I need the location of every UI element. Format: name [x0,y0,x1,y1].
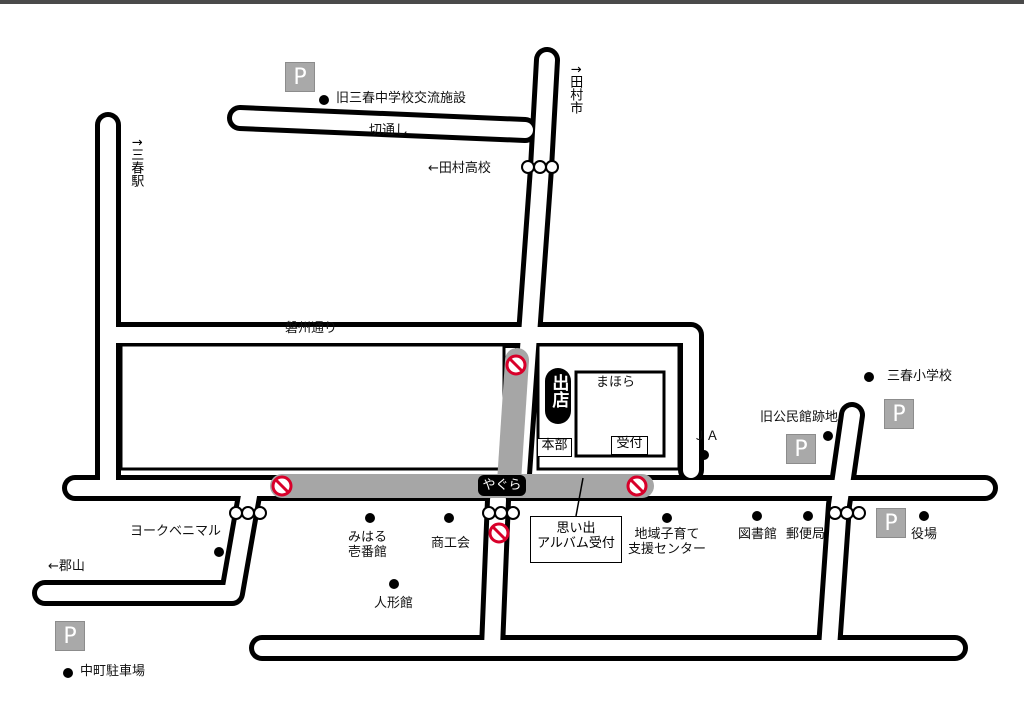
label-nakamachi: 中町駐車場 [80,664,146,679]
label-post: 郵便局 [786,527,826,542]
album-pointer-line [575,477,584,517]
no-entry-icon-2 [271,475,293,497]
parking-icon-elementary: P [884,399,914,429]
label-miharu-ichiban: みはる 壱番館 [348,530,388,560]
label-mahora: まほら [596,375,636,390]
dot-old-hall [823,431,833,441]
album-reception-label: 思い出 アルバム受付 [530,516,622,563]
parking-icon-nakamachi: P [55,621,85,651]
dot-old-school [319,95,329,105]
label-town-hall: 役場 [911,527,938,542]
venue-north-road [497,360,529,482]
direction-tamura-city: ↑田村市 [567,64,583,114]
dot-ningyokan [389,579,399,589]
label-old-hall: 旧公民館跡地 [760,410,839,425]
label-elementary: 三春小学校 [887,369,953,384]
label-library: 図書館 [738,527,778,542]
yagura-label: やぐら [478,475,526,496]
no-entry-icon-3 [626,475,648,497]
venue-main-road [270,474,654,498]
dot-york [214,547,224,557]
no-entry-icon-1 [505,354,527,376]
traffic-light-icon-north [521,160,559,174]
no-entry-icon-4 [488,522,510,544]
dot-town-hall [919,511,929,521]
label-old-school: 旧三春中学校交流施設 [336,91,467,106]
label-shokokai: 商工会 [431,536,471,551]
traffic-light-icon-west [229,506,267,520]
direction-koriyama: ←郡山 [48,559,85,574]
dot-elementary [864,372,874,382]
stalls-text: 出店 [548,374,569,408]
dot-library [752,511,762,521]
road-label-kiridoshi: 切通し [369,123,409,138]
hq-label: 本部 [537,438,572,457]
traffic-light-icon-east [828,506,866,520]
label-ningyokan: 人形館 [374,596,414,611]
top-border [0,0,1024,4]
reception-label: 受付 [611,436,648,455]
label-ja: ＪＡ [693,429,720,444]
direction-miharu-station: ↑三春駅 [128,137,144,187]
dot-kosodate [662,513,672,523]
dot-nakamachi [63,668,73,678]
dot-miharu-ichiban [365,513,375,523]
label-york: ヨークベニマル [130,524,222,539]
block-west [119,343,506,471]
direction-tamura-high: ←田村高校 [428,161,491,176]
dot-ja [699,450,709,460]
parking-icon-old-hall: P [786,434,816,464]
parking-icon-north: P [285,62,315,92]
road-koriyama [32,477,263,606]
label-kosodate: 地域子育て 支援センター [628,527,707,557]
traffic-light-icon-south [482,506,520,520]
parking-icon-town-hall: P [876,508,906,538]
road-label-banshu: 磐州通り [285,321,338,336]
stalls-label: 出店 [545,368,571,424]
dot-post [803,511,813,521]
dot-shokokai [444,513,454,523]
